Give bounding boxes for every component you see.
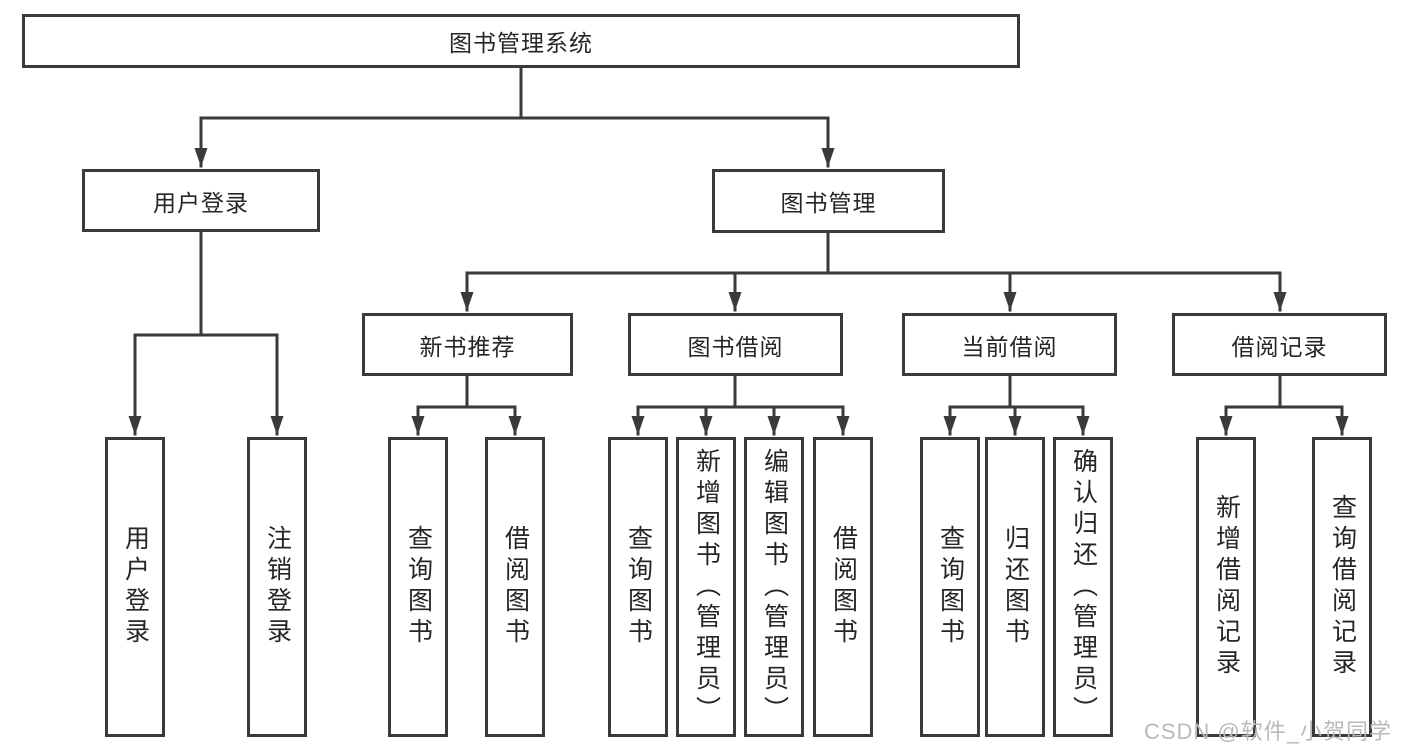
node-borrow-records: 借阅记录 [1172,313,1387,376]
leaf-query-books-borrow: 查询图书 [608,437,668,737]
node-library-system: 图书管理系统 [22,14,1020,68]
leaf-label: 新增借阅记录 [1212,494,1241,680]
leaf-label: 查询图书 [404,525,433,649]
leaf-label: 注销登录 [263,525,292,649]
leaf-label: 确认归还（管理员） [1069,447,1098,727]
leaf-label: 新增图书（管理员） [692,447,721,727]
node-new-book-recommend: 新书推荐 [362,313,573,376]
leaf-return-books: 归还图书 [985,437,1045,737]
node-book-borrow: 图书借阅 [628,313,843,376]
leaf-label: 用户登录 [121,525,150,649]
leaf-logout: 注销登录 [247,437,307,737]
leaf-add-books-admin: 新增图书（管理员） [676,437,736,737]
leaf-borrow-books-recommend: 借阅图书 [485,437,545,737]
leaf-query-books-recommend: 查询图书 [388,437,448,737]
leaf-label: 查询借阅记录 [1328,494,1357,680]
leaf-query-books-current: 查询图书 [920,437,980,737]
csdn-watermark: CSDN @软件_小贺同学 [1143,719,1392,744]
leaf-label: 查询图书 [936,525,965,649]
node-current-borrow: 当前借阅 [902,313,1117,376]
leaf-label: 借阅图书 [829,525,858,649]
leaf-label: 借阅图书 [501,525,530,649]
leaf-user-login: 用户登录 [105,437,165,737]
node-user-login: 用户登录 [82,169,320,232]
node-book-management: 图书管理 [712,169,945,233]
leaf-edit-books-admin: 编辑图书（管理员） [744,437,804,737]
leaf-confirm-return-admin: 确认归还（管理员） [1053,437,1113,737]
leaf-label: 查询图书 [624,525,653,649]
leaf-label: 编辑图书（管理员） [760,447,789,727]
leaf-borrow-books: 借阅图书 [813,437,873,737]
leaf-add-borrow-record: 新增借阅记录 [1196,437,1256,737]
leaf-query-borrow-record: 查询借阅记录 [1312,437,1372,737]
leaf-label: 归还图书 [1001,525,1030,649]
